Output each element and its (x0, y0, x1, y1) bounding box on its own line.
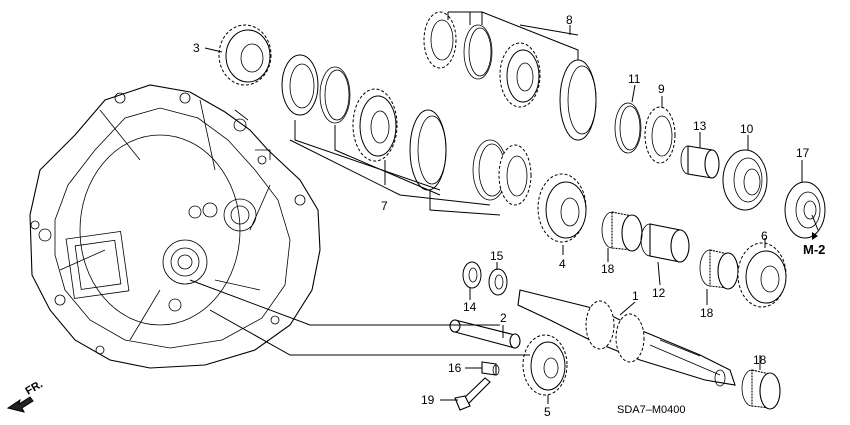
callout-13: 13 (693, 119, 707, 133)
callout-12: 12 (652, 286, 666, 300)
callout-19: 19 (421, 393, 435, 407)
callout-15: 15 (490, 249, 504, 263)
callout-5: 5 (544, 405, 551, 419)
arrow-icon (6, 396, 34, 413)
front-marker-label: FR. (24, 378, 45, 397)
callout-10: 10 (740, 122, 754, 136)
mainshaft-part-1 (517, 289, 736, 387)
callout-18-b: 18 (700, 306, 714, 320)
gear-part-6 (737, 242, 787, 308)
transmission-housing (29, 84, 321, 369)
callout-14: 14 (463, 300, 477, 314)
washer-part-15 (488, 268, 508, 296)
synchro-hub-part-10 (722, 149, 768, 211)
leader-lines (189, 11, 819, 404)
bolt-part-19 (454, 377, 491, 411)
needle-bearing-part-18-b (699, 249, 739, 290)
callout-18-a: 18 (601, 262, 615, 276)
callout-8: 8 (566, 13, 573, 27)
gear-part-5 (522, 334, 568, 396)
washer-part-16 (481, 361, 500, 376)
collar-part-13 (680, 145, 720, 179)
washer-part-14 (462, 261, 482, 289)
needle-bearing-part-18-c (741, 369, 781, 410)
gear-part-4 (537, 173, 587, 243)
gear-part-3 (218, 24, 272, 86)
callout-6: 6 (761, 229, 768, 243)
callout-3: 3 (193, 41, 200, 55)
front-marker: FR. (6, 378, 45, 413)
callout-numbers: 1 2 3 4 5 6 7 8 9 10 11 12 13 14 15 16 1… (193, 13, 810, 419)
spacer-part-12 (640, 223, 690, 263)
callout-7: 7 (381, 199, 388, 213)
callout-17: 17 (796, 146, 810, 160)
callout-16: 16 (448, 361, 462, 375)
needle-bearing-part-18-a (601, 211, 643, 252)
drawing-code: SDA7–M0400 (617, 404, 686, 416)
callout-1: 1 (632, 289, 639, 303)
callout-11: 11 (628, 72, 641, 86)
reference-label: M-2 (803, 242, 825, 257)
snap-ring-part-11 (614, 102, 642, 154)
callout-9: 9 (658, 82, 665, 96)
synchro-ring-set-top-left (281, 54, 351, 124)
callout-18-c: 18 (753, 353, 767, 367)
synchro-hub-part-7 (352, 88, 532, 206)
callout-4: 4 (559, 257, 566, 271)
synchro-assembly-part-8 (423, 11, 597, 141)
synchro-ring-part-9 (644, 106, 676, 164)
shaft-part-2 (449, 319, 521, 349)
callout-2: 2 (500, 311, 507, 325)
bearing-part-17 (784, 181, 826, 239)
